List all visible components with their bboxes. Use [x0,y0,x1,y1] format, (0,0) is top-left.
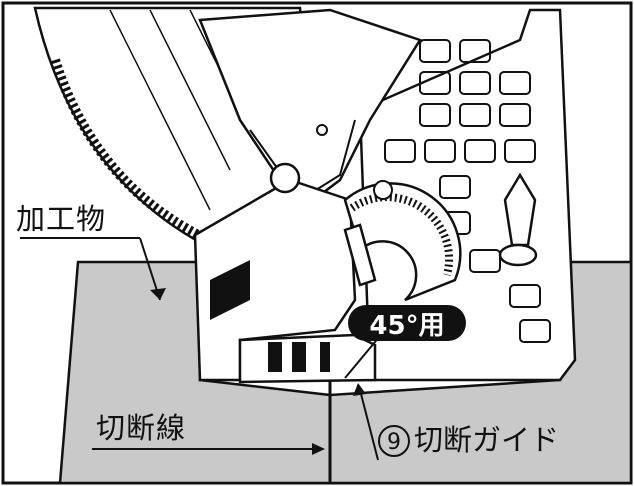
cutting-guide-label: 切断ガイド [414,423,560,457]
housing-detail [249,119,356,202]
leader-guide [359,389,379,461]
bevel-scale [343,182,462,302]
wing-knob [503,172,537,247]
bevel-lever [343,223,377,287]
screw-1 [316,124,328,136]
guide-slots [268,342,330,372]
knob [269,162,301,194]
cutting-guide [238,333,377,384]
bevel-45-badge: 45°用 [348,305,466,341]
motor-housing [198,8,422,212]
bevel-45-text: 45°用 [369,310,445,341]
cut-line-label: 切断線 [96,411,187,445]
guide-number-badge: 9 [378,425,410,457]
bevel-ticks [349,193,453,277]
leader-45 [344,335,381,379]
base-ribs [384,39,551,343]
saw-body [193,178,357,382]
blade-teeth [50,58,203,241]
body-shading [210,260,250,320]
workpiece-label: 加工物 [16,202,107,236]
scale-screw [373,180,393,200]
